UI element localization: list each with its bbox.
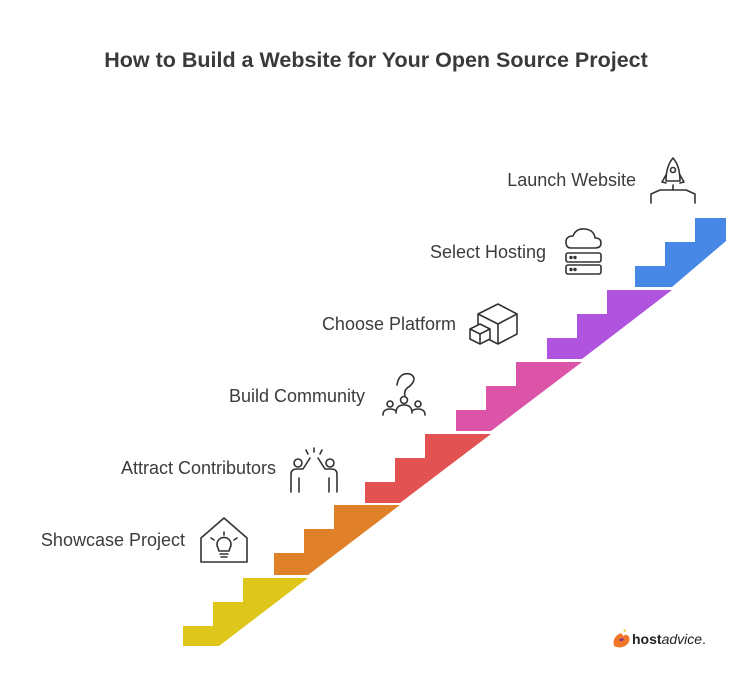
step-label-launch: Launch Website [507, 170, 636, 190]
step-label-platform: Choose Platform [321, 314, 456, 334]
brand-logo: hostadvice. [610, 627, 706, 651]
cloud-server-icon [565, 228, 602, 275]
stair-segment-contributors [274, 505, 400, 575]
stair-segment-platform [456, 362, 582, 431]
brand-text-rest: advice [661, 631, 703, 647]
community-icon [382, 372, 426, 416]
rocket-icon [650, 157, 696, 204]
step-label-hosting: Select Hosting [429, 242, 546, 262]
lightbulb-house-icon [200, 517, 248, 563]
step-label-community: Build Community [228, 386, 365, 406]
brand-text-bold: host [632, 631, 662, 647]
diagram-title: How to Build a Website for Your Open Sou… [104, 48, 648, 72]
stair-segment-showcase [183, 578, 308, 646]
stair-tiles [183, 266, 665, 646]
brand-mark-icon [613, 629, 630, 648]
high-five-icon [290, 447, 338, 493]
step-label-contributors: Attract Contributors [120, 458, 276, 478]
stair-segment-community [365, 434, 491, 503]
step-label-showcase: Showcase Project [40, 530, 185, 550]
stair-segment-hosting [547, 290, 672, 359]
brand-text-dot: . [702, 631, 706, 647]
cubes-icon [469, 303, 518, 345]
